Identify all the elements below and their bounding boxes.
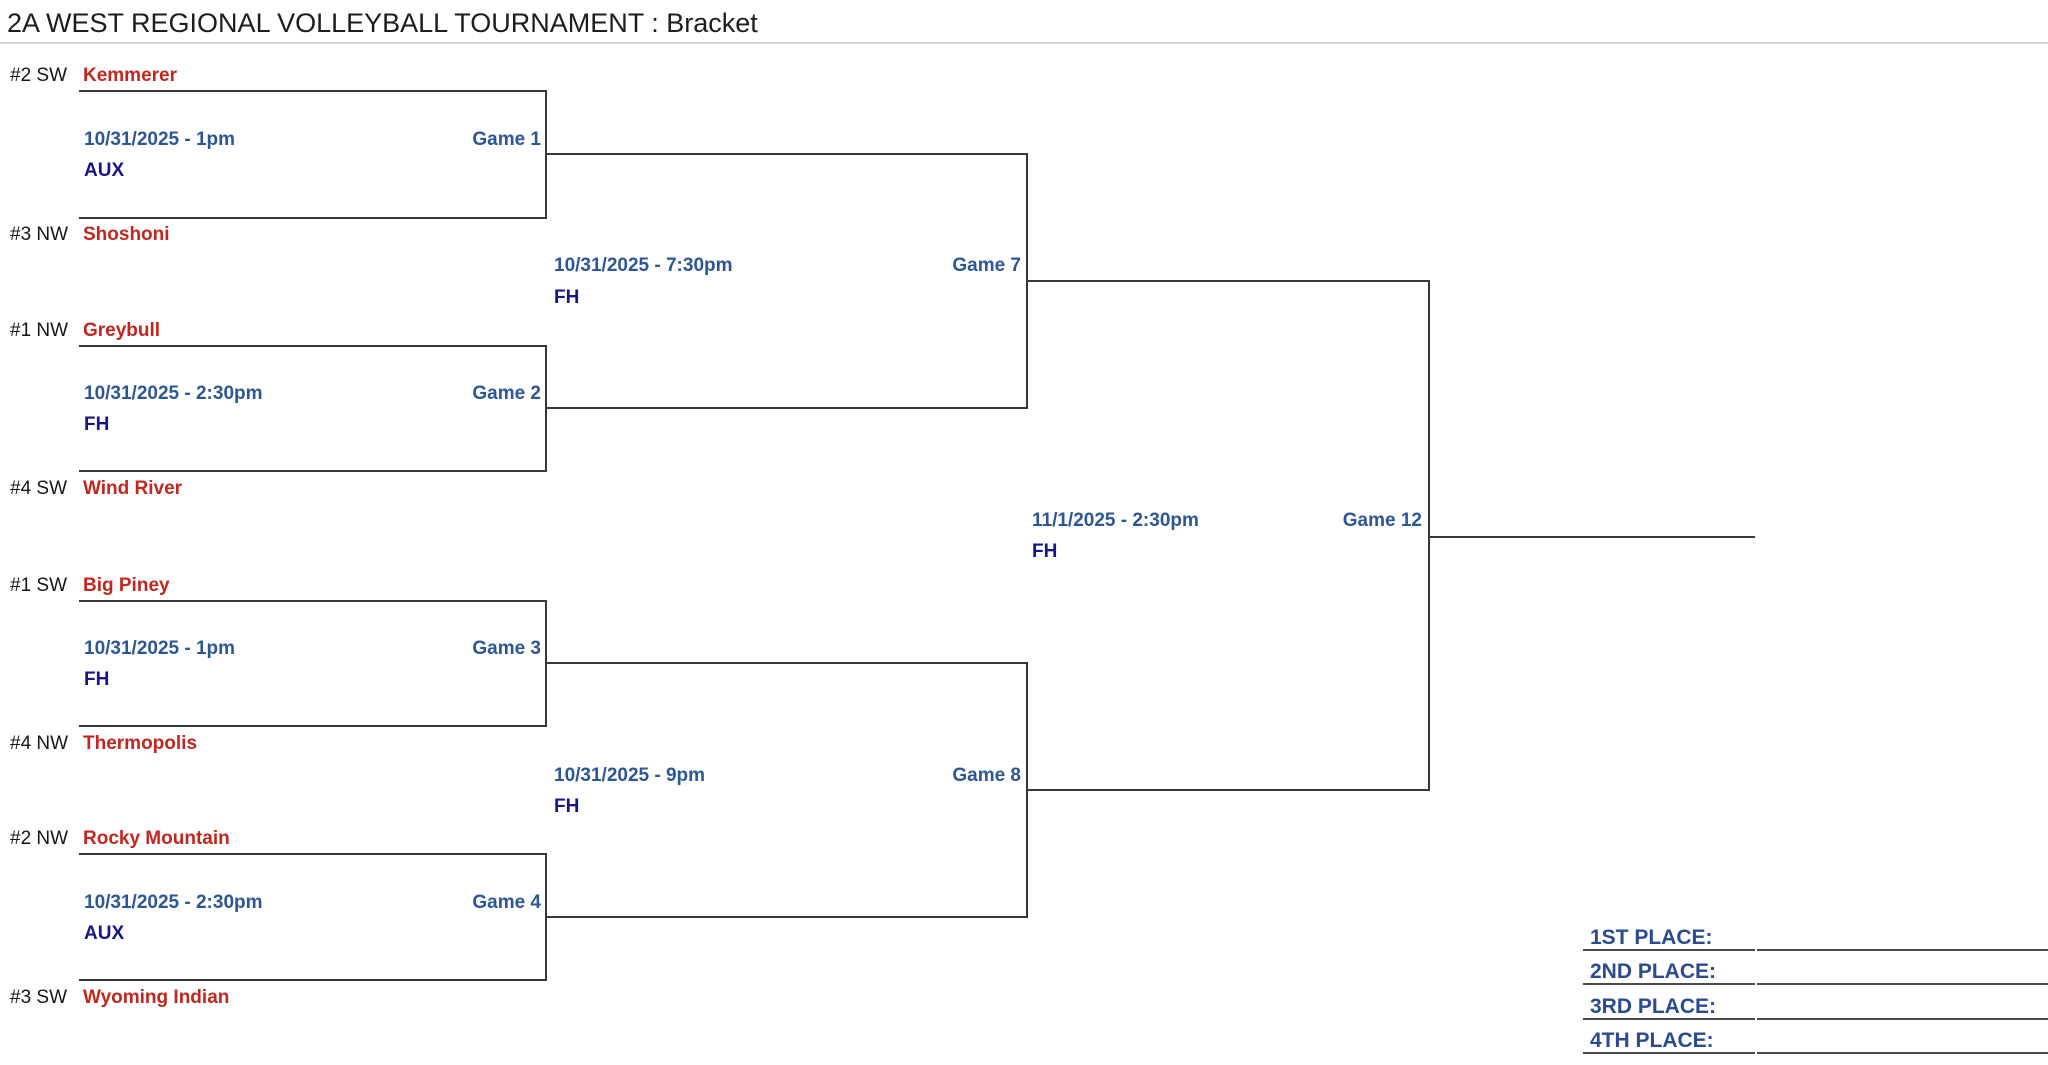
seed-label: #2 SW <box>10 65 68 86</box>
title-separator <box>0 42 2048 44</box>
game-venue: FH <box>84 414 110 435</box>
bracket-line-team-bottom <box>79 725 547 727</box>
bracket-line-vertical <box>1428 280 1430 791</box>
placement-line <box>1757 1052 2048 1054</box>
seed-label: #1 SW <box>10 575 68 596</box>
game-label: Game 8 <box>952 765 1021 786</box>
game-label: Game 7 <box>952 255 1021 276</box>
game-venue: FH <box>554 287 580 308</box>
bracket-line-winner <box>546 407 1027 409</box>
game-label: Game 4 <box>472 892 541 913</box>
placement-line <box>1583 949 1755 951</box>
bracket-line-team-bottom <box>79 979 547 981</box>
placement-label: 3RD PLACE: <box>1590 995 1717 1018</box>
game-venue: AUX <box>84 923 125 944</box>
placement-line <box>1583 1018 1755 1020</box>
game-label: Game 3 <box>472 638 541 659</box>
placement-line <box>1757 1018 2048 1020</box>
game-datetime: 10/31/2025 - 7:30pm <box>554 255 733 276</box>
bracket-line-team-bottom <box>79 470 547 472</box>
game-datetime: 10/31/2025 - 2:30pm <box>84 892 263 913</box>
placement-line <box>1757 983 2048 985</box>
game-venue: FH <box>84 669 110 690</box>
placement-line <box>1583 983 1755 985</box>
team-name: Thermopolis <box>83 733 198 754</box>
game-datetime: 10/31/2025 - 9pm <box>554 765 706 786</box>
team-name: Shoshoni <box>83 224 170 245</box>
game-datetime: 11/1/2025 - 2:30pm <box>1032 510 1199 531</box>
seed-label: #3 NW <box>10 224 69 245</box>
bracket-line-winner <box>546 662 1027 664</box>
bracket-line-winner <box>1027 280 1429 282</box>
game-venue: FH <box>554 796 580 817</box>
placement-label: 4TH PLACE: <box>1590 1029 1714 1052</box>
bracket-line-team-top <box>79 345 547 347</box>
placement-label: 1ST PLACE: <box>1590 926 1713 949</box>
bracket-line-winner <box>546 916 1027 918</box>
game-venue: AUX <box>84 160 125 181</box>
game-label: Game 12 <box>1342 510 1422 531</box>
game-venue: FH <box>1032 541 1058 562</box>
team-name: Kemmerer <box>83 65 177 86</box>
seed-label: #4 SW <box>10 478 68 499</box>
bracket-line-team-top <box>79 853 547 855</box>
game-label: Game 2 <box>472 383 541 404</box>
bracket-line-team-top <box>79 600 547 602</box>
bracket-line-champion <box>1429 536 1755 538</box>
bracket-line-team-top <box>79 90 547 92</box>
game-datetime: 10/31/2025 - 1pm <box>84 638 236 659</box>
game-datetime: 10/31/2025 - 2:30pm <box>84 383 263 404</box>
game-datetime: 10/31/2025 - 1pm <box>84 129 236 150</box>
team-name: Greybull <box>83 320 161 341</box>
team-name: Big Piney <box>83 575 170 596</box>
page-title: 2A WEST REGIONAL VOLLEYBALL TOURNAMENT :… <box>7 8 758 38</box>
placement-label: 2ND PLACE: <box>1590 960 1717 983</box>
bracket-line-winner <box>1027 789 1429 791</box>
placement-line <box>1583 1052 1755 1054</box>
bracket-line-team-bottom <box>79 217 547 219</box>
team-name: Wind River <box>83 478 183 499</box>
bracket-line-winner <box>546 153 1027 155</box>
game-label: Game 1 <box>472 129 541 150</box>
seed-label: #4 NW <box>10 733 69 754</box>
seed-label: #2 NW <box>10 828 69 849</box>
team-name: Rocky Mountain <box>83 828 230 849</box>
team-name: Wyoming Indian <box>83 987 230 1008</box>
seed-label: #1 NW <box>10 320 69 341</box>
seed-label: #3 SW <box>10 987 68 1008</box>
placement-line <box>1757 949 2048 951</box>
